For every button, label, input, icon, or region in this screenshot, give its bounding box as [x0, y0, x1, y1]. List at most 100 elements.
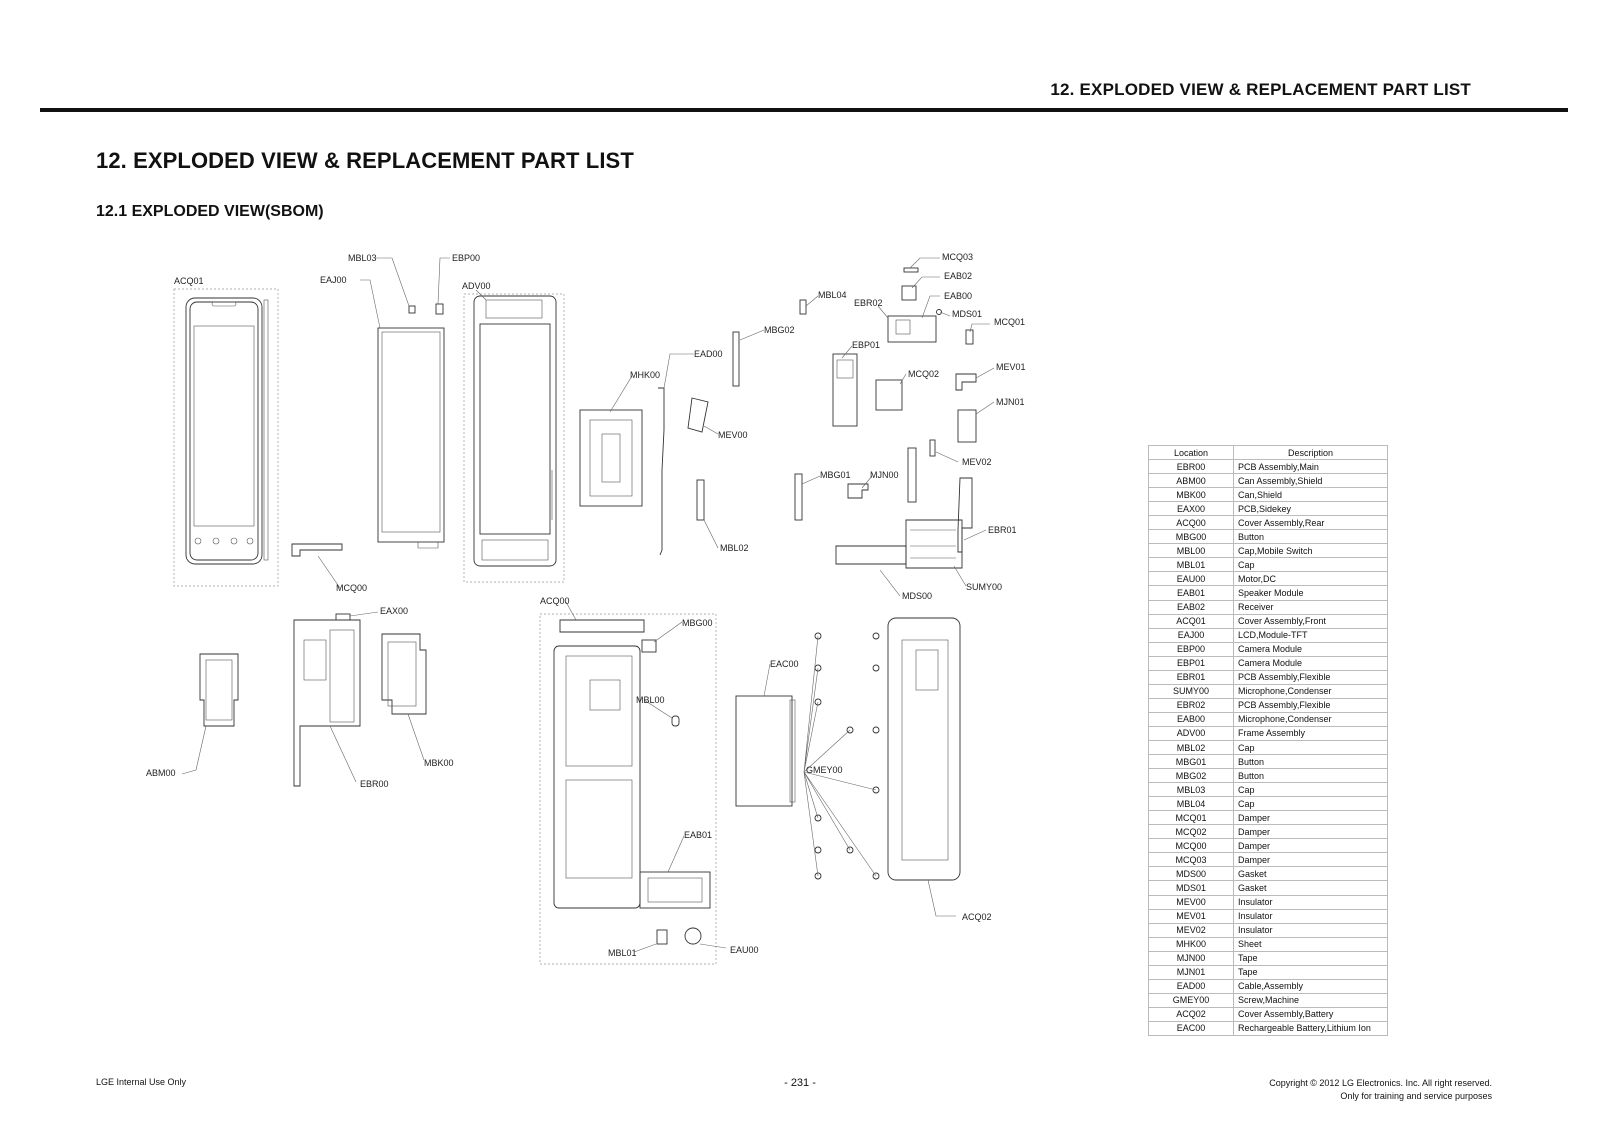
- location-cell: ACQ00: [1148, 515, 1234, 531]
- location-cell: MEV00: [1148, 894, 1234, 910]
- description-cell: Motor,DC: [1233, 571, 1388, 587]
- location-cell: EBP00: [1148, 641, 1234, 657]
- footer-confidentiality-note: LGE Internal Use Only: [96, 1077, 187, 1087]
- description-cell: Microphone,Condenser: [1233, 711, 1388, 727]
- location-cell: EBR01: [1148, 669, 1234, 685]
- location-cell: MCQ03: [1148, 852, 1234, 868]
- callout-label: EAB00: [944, 291, 972, 301]
- location-cell: SUMY00: [1148, 683, 1234, 699]
- damper-drawing: [291, 543, 343, 557]
- location-cell: MJN01: [1148, 964, 1234, 980]
- location-cell: EBP01: [1148, 655, 1234, 671]
- main-pcb-drawing: [293, 613, 361, 787]
- description-cell: Insulator: [1233, 894, 1388, 910]
- description-cell: Cover Assembly,Battery: [1233, 1006, 1388, 1022]
- callout-label: EBR02: [854, 298, 883, 308]
- location-cell: ADV00: [1148, 725, 1234, 741]
- description-cell: Camera Module: [1233, 641, 1388, 657]
- callout-label: MDS01: [952, 309, 982, 319]
- callout-label: MCQ02: [908, 369, 939, 379]
- description-cell: Damper: [1233, 838, 1388, 854]
- page-title: 12. EXPLODED VIEW & REPLACEMENT PART LIS…: [96, 148, 634, 173]
- callout-label: MEV02: [962, 457, 992, 467]
- callout-label: ACQ00: [540, 596, 570, 606]
- description-cell: Button: [1233, 768, 1388, 784]
- usage-note-line: Only for training and service purposes: [1340, 1091, 1492, 1101]
- description-cell: Cap: [1233, 782, 1388, 798]
- location-cell: EAX00: [1148, 501, 1234, 517]
- frame-assembly-drawing: [463, 293, 565, 583]
- callout-label: MCQ00: [336, 583, 367, 593]
- location-cell: MDS01: [1148, 880, 1234, 896]
- callout-label: MDS00: [902, 591, 932, 601]
- callout-label: MHK00: [630, 370, 660, 380]
- description-cell: LCD,Module-TFT: [1233, 627, 1388, 643]
- location-cell: MBG01: [1148, 754, 1234, 770]
- location-cell: MDS00: [1148, 866, 1234, 882]
- cap-mbl04-drawing: [799, 299, 807, 315]
- callout-label: MJN01: [996, 397, 1025, 407]
- header-rule: [40, 108, 1568, 112]
- callout-label: EAX00: [380, 606, 408, 616]
- location-cell: EBR02: [1148, 697, 1234, 713]
- location-cell: MCQ02: [1148, 824, 1234, 840]
- leader-lines: [181, 257, 995, 953]
- footer-copyright-block: Copyright © 2012 LG Electronics. Inc. Al…: [1269, 1077, 1492, 1103]
- callout-label: EBR01: [988, 525, 1017, 535]
- callout-label: MEV01: [996, 362, 1026, 372]
- location-cell: EAB02: [1148, 599, 1234, 615]
- description-cell: Sheet: [1233, 936, 1388, 952]
- callout-label: MBL02: [720, 543, 749, 553]
- description-cell: Gasket: [1233, 880, 1388, 896]
- description-cell: PCB Assembly,Main: [1233, 459, 1388, 475]
- cable-assembly-drawing: [658, 387, 665, 556]
- callout-label: ACQ01: [174, 276, 204, 286]
- description-cell: Tape: [1233, 950, 1388, 966]
- location-cell: MCQ00: [1148, 838, 1234, 854]
- location-cell: MJN00: [1148, 950, 1234, 966]
- description-cell: Gasket: [1233, 866, 1388, 882]
- copyright-line: Copyright © 2012 LG Electronics. Inc. Al…: [1269, 1078, 1492, 1088]
- location-cell: MBL04: [1148, 796, 1234, 812]
- table-header-row: Location Description: [1148, 444, 1388, 461]
- location-cell: ABM00: [1148, 473, 1234, 489]
- description-cell: Damper: [1233, 810, 1388, 826]
- description-cell: Insulator: [1233, 922, 1388, 938]
- location-cell: MHK00: [1148, 936, 1234, 952]
- sheet-drawing: [579, 409, 643, 507]
- description-cell: Camera Module: [1233, 655, 1388, 671]
- callout-label: ADV00: [462, 281, 491, 291]
- location-cell: EAJ00: [1148, 627, 1234, 643]
- callout-label: SUMY00: [966, 582, 1002, 592]
- location-cell: MEV01: [1148, 908, 1234, 924]
- description-cell: Speaker Module: [1233, 585, 1388, 601]
- location-cell: MBK00: [1148, 487, 1234, 503]
- description-cell: Damper: [1233, 852, 1388, 868]
- callout-label: MCQ03: [942, 252, 973, 262]
- location-cell: EAU00: [1148, 571, 1234, 587]
- location-cell: MCQ01: [1148, 810, 1234, 826]
- description-cell: Cover Assembly,Rear: [1233, 515, 1388, 531]
- callout-label: EAJ00: [320, 275, 347, 285]
- location-cell: ACQ02: [1148, 1006, 1234, 1022]
